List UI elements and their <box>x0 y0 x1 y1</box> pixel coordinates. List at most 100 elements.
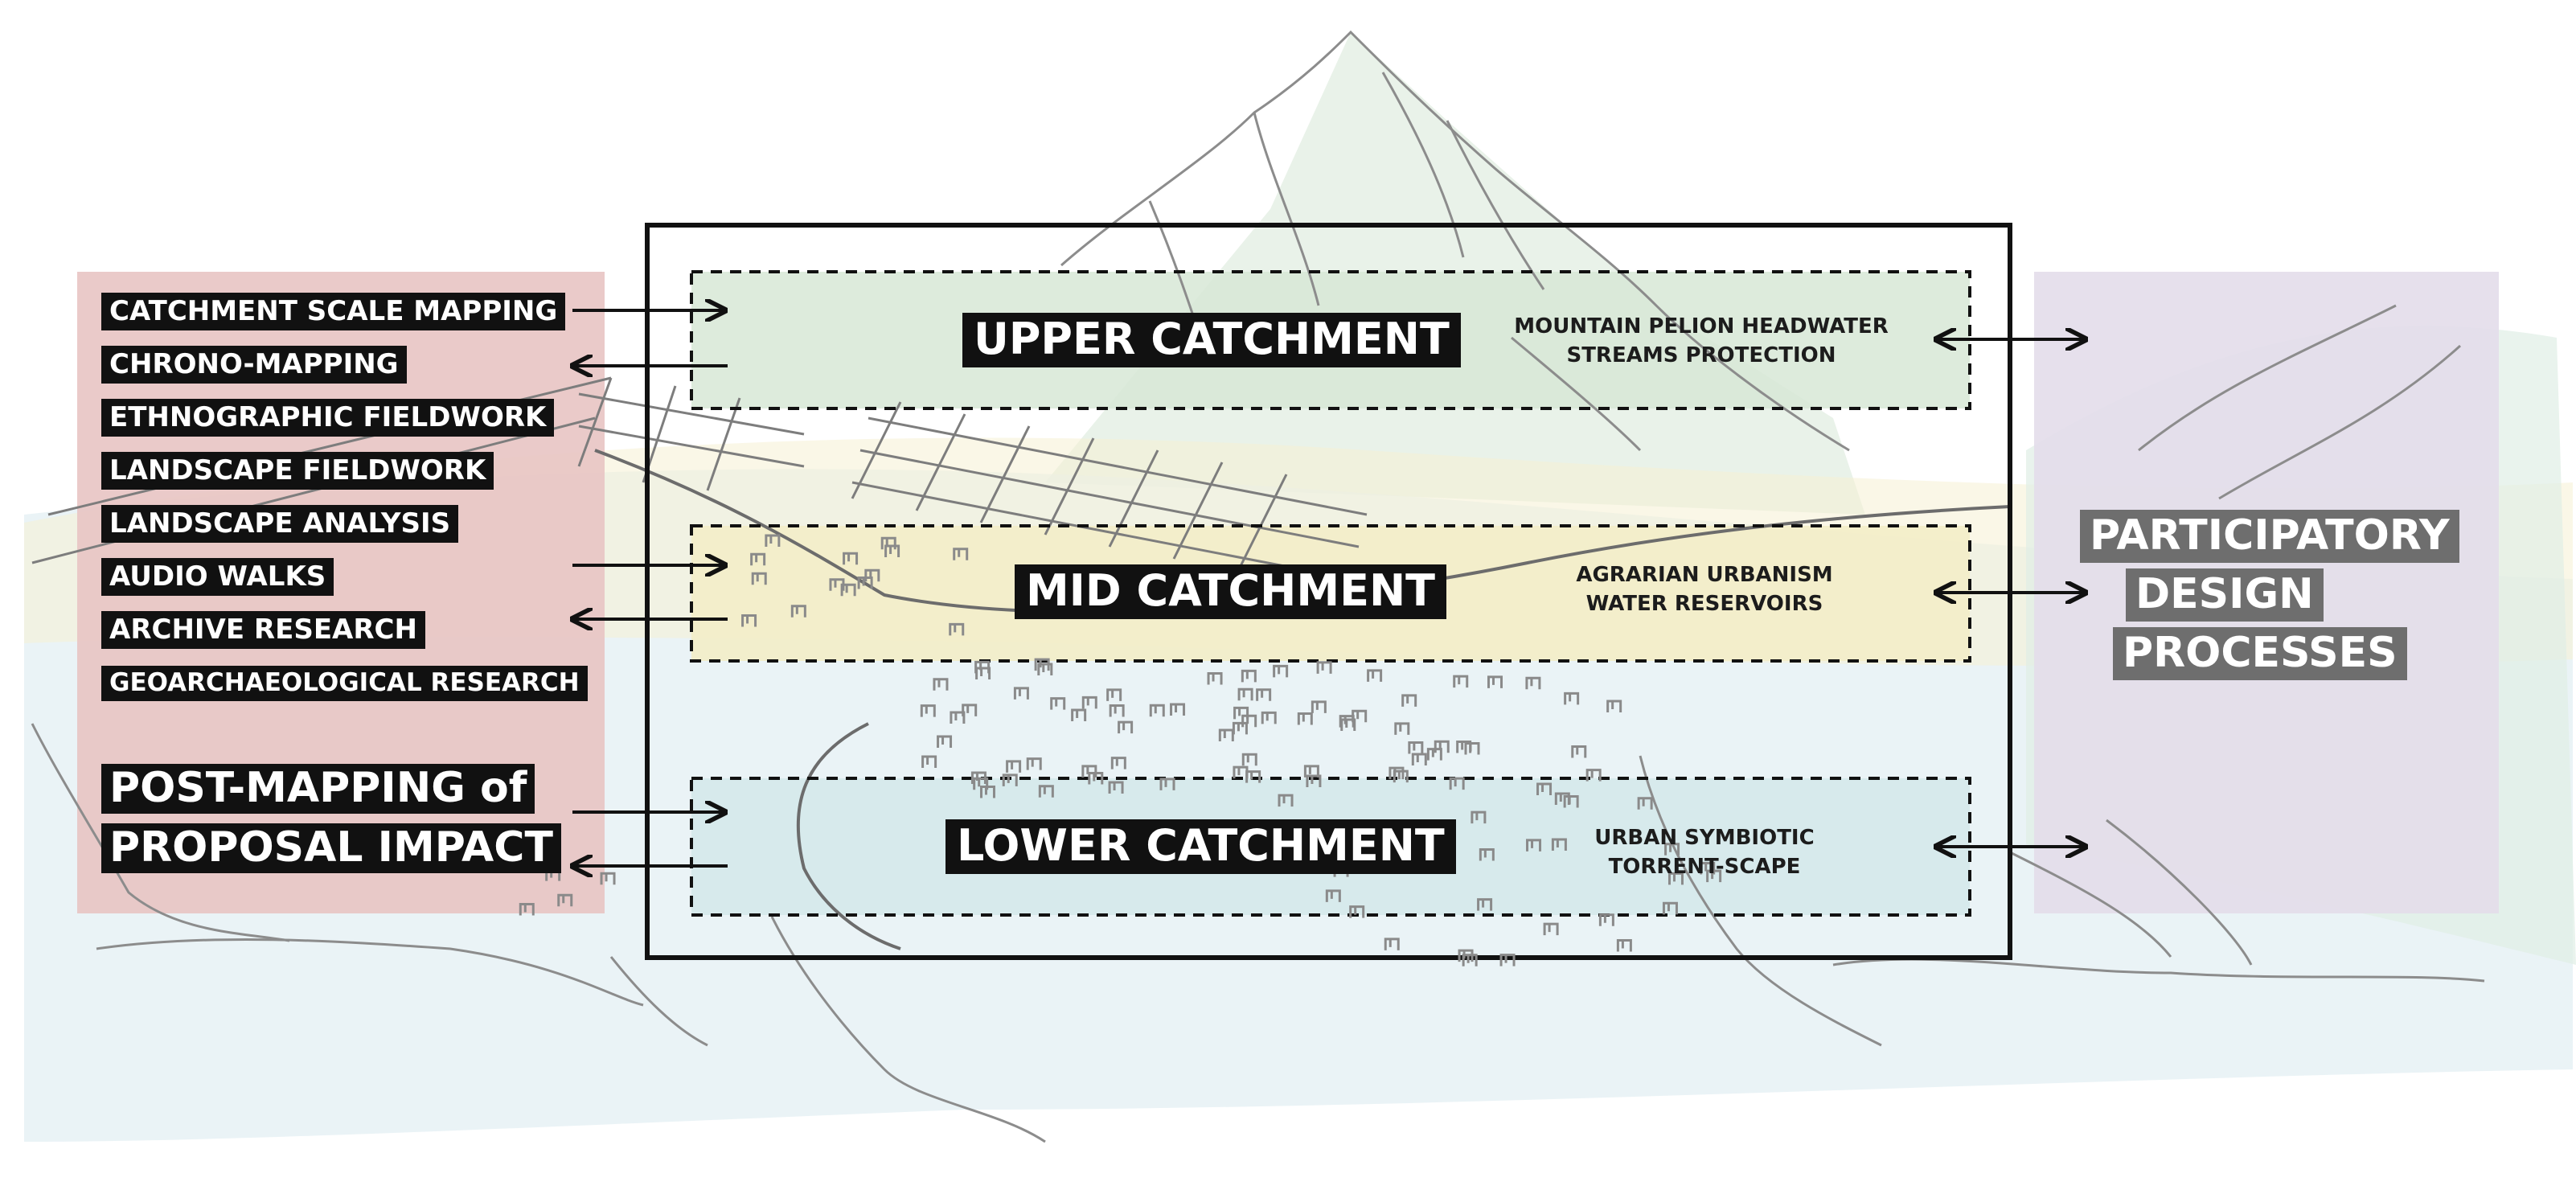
building-icon <box>979 785 995 798</box>
building-icon <box>1456 740 1472 753</box>
building-icon <box>937 735 953 749</box>
building-icon <box>1388 766 1405 780</box>
building-icon <box>519 902 535 916</box>
building-icon <box>1487 675 1503 688</box>
building-icon <box>1551 838 1567 851</box>
participatory-line3: PROCESSES <box>2113 627 2407 680</box>
building-icon <box>1536 782 1553 795</box>
building-icon <box>950 711 966 724</box>
building-icon <box>1232 721 1248 735</box>
building-icon <box>1700 861 1716 875</box>
method-chrono-mapping: CHRONO-MAPPING <box>101 346 407 384</box>
building-icon <box>1563 794 1579 808</box>
building-icon <box>751 572 767 585</box>
building-icon <box>1241 753 1257 766</box>
building-icon <box>1245 770 1261 783</box>
building-icon <box>1384 938 1400 950</box>
method-landscape-analysis: LANDSCAPE ANALYSIS <box>101 505 459 543</box>
building-icon <box>1303 765 1319 778</box>
flow-arrows <box>572 310 2086 866</box>
method-audio-walks: AUDIO WALKS <box>101 558 334 596</box>
participatory-line2: DESIGN <box>2126 568 2324 622</box>
building-icon <box>1273 664 1289 678</box>
lower-catchment-description: URBAN SYMBIOTIC TORRENT-SCAPE <box>1560 823 1849 881</box>
building-icon <box>1034 658 1050 671</box>
building-icon <box>1499 954 1516 966</box>
method-geoarchaeological-research: GEOARCHAEOLOGICAL RESEARCH <box>101 666 588 701</box>
building-icon <box>1664 843 1680 856</box>
building-icon <box>1479 848 1495 861</box>
building-icon <box>1241 669 1257 683</box>
building-icon <box>1110 757 1126 769</box>
building-icon <box>1667 872 1684 885</box>
mid-desc-line2: WATER RESERVOIRS <box>1585 592 1823 616</box>
building-icon <box>1038 785 1054 798</box>
building-icon <box>1564 691 1580 705</box>
building-icon <box>1006 760 1022 773</box>
building-icon <box>1013 687 1029 700</box>
building-icon <box>1477 898 1493 911</box>
building-icon <box>1367 669 1383 682</box>
building-icon <box>949 622 965 636</box>
lower-desc-line2: TORRENT-SCAPE <box>1608 855 1801 879</box>
lower-catchment-title: LOWER CATCHMENT <box>945 819 1456 874</box>
building-icon <box>1071 708 1087 721</box>
building-icon <box>1297 712 1313 725</box>
building-icon <box>1349 905 1365 918</box>
building-icon <box>1598 913 1614 926</box>
building-icon <box>921 755 937 769</box>
building-icon <box>920 704 936 717</box>
building-symbols <box>519 534 1722 966</box>
post-mapping-line1: POST-MAPPING of <box>101 764 535 814</box>
building-icon <box>1306 774 1322 787</box>
mid-catchment-box <box>690 524 1971 663</box>
method-ethnographic-fieldwork: ETHNOGRAPHIC FIELDWORK <box>101 399 555 437</box>
post-mapping-line2: PROPOSAL IMPACT <box>101 823 561 873</box>
upper-catchment-title: UPPER CATCHMENT <box>962 313 1461 367</box>
lower-desc-line1: URBAN SYMBIOTIC <box>1594 826 1815 850</box>
building-icon <box>1207 671 1223 685</box>
building-icon <box>1525 676 1541 690</box>
mid-desc-line1: AGRARIAN URBANISM <box>1576 563 1833 587</box>
building-icon <box>884 544 900 557</box>
building-icon <box>765 534 781 548</box>
building-icon <box>1149 704 1165 717</box>
lower-catchment-box <box>690 777 1971 917</box>
building-icon <box>1081 696 1097 709</box>
building-icon <box>1434 740 1450 753</box>
building-icon <box>1543 922 1559 936</box>
building-icon <box>1637 797 1653 810</box>
mid-catchment-description: AGRARIAN URBANISM WATER RESERVOIRS <box>1544 560 1865 618</box>
method-catchment-scale-mapping: CATCHMENT SCALE MAPPING <box>101 293 566 330</box>
upper-catchment-description: MOUNTAIN PELION HEADWATER STREAMS PROTEC… <box>1508 312 1894 370</box>
building-icon <box>790 605 806 618</box>
building-icon <box>600 872 616 885</box>
building-icon <box>1401 694 1417 707</box>
building-icon <box>1311 700 1327 713</box>
building-icon <box>1526 839 1542 851</box>
building-icon <box>829 578 845 591</box>
building-icon <box>750 552 766 566</box>
building-icon <box>1218 728 1234 742</box>
building-icon <box>970 771 987 784</box>
mid-catchment-title: MID CATCHMENT <box>1015 564 1446 619</box>
building-icon <box>1662 901 1678 915</box>
building-icon <box>1449 777 1465 790</box>
building-icon <box>1256 688 1272 701</box>
building-icon <box>1394 722 1410 735</box>
building-icon <box>1462 954 1478 966</box>
building-icon <box>1571 745 1587 758</box>
building-icon <box>1081 765 1097 778</box>
building-icon <box>1278 794 1294 807</box>
upper-desc-line2: STREAMS PROTECTION <box>1566 343 1836 367</box>
building-icon <box>557 893 573 907</box>
building-icon <box>953 548 969 560</box>
upper-catchment-box <box>690 270 1971 410</box>
building-icon <box>1002 774 1018 786</box>
building-icon <box>1261 711 1277 724</box>
building-icon <box>975 667 991 679</box>
building-icon <box>1325 889 1341 902</box>
building-icon <box>1237 687 1253 701</box>
upper-desc-line1: MOUNTAIN PELION HEADWATER <box>1514 314 1889 339</box>
